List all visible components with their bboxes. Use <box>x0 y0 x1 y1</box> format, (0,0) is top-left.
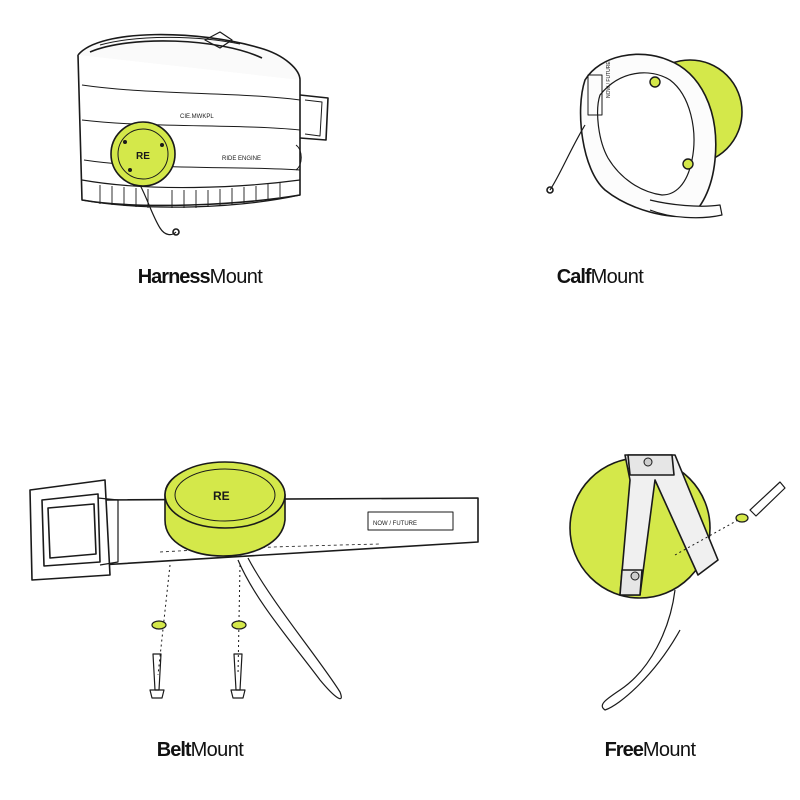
caption-bold: Belt <box>156 739 192 761</box>
free-mount-panel: FreeMount <box>480 420 800 800</box>
caption-rest: Mount <box>642 739 696 761</box>
belt-logo: RE <box>213 489 230 503</box>
belt-illustration: RE NOW / FUTURE <box>29 461 479 700</box>
free-illustration <box>569 454 786 711</box>
calf-mount-caption: CalfMount <box>400 266 800 289</box>
belt-mount-caption: BeltMount <box>0 739 400 762</box>
caption-bold: Calf <box>556 266 592 288</box>
harness-brand-text-b: RIDE ENGINE <box>222 156 261 162</box>
caption-rest: Mount <box>590 266 644 288</box>
free-mount-caption: FreeMount <box>480 739 800 762</box>
caption-rest: Mount <box>190 739 244 761</box>
calf-illustration: NOW / FUTURE <box>546 53 743 219</box>
caption-bold: Harness <box>137 266 211 288</box>
harness-brand-text-a: CIE.MWKPL <box>180 114 214 120</box>
harness-illustration: CIE.MWKPL RIDE ENGINE RE <box>77 31 329 236</box>
caption-rest: Mount <box>209 266 263 288</box>
svg-text:RE: RE <box>136 151 150 162</box>
harness-mount-panel: CIE.MWKPL RIDE ENGINE RE HarnessMount <box>0 0 400 300</box>
belt-tag-text: NOW / FUTURE <box>373 521 417 527</box>
calf-mount-panel: NOW / FUTURE CalfMount <box>400 0 800 300</box>
caption-bold: Free <box>604 739 644 761</box>
harness-puck: RE <box>110 121 176 187</box>
belt-puck: RE <box>164 461 286 557</box>
belt-mount-panel: RE NOW / FUTURE BeltMount <box>0 420 480 800</box>
calf-tag-text: NOW / FUTURE <box>606 61 612 98</box>
harness-mount-caption: HarnessMount <box>0 266 400 289</box>
